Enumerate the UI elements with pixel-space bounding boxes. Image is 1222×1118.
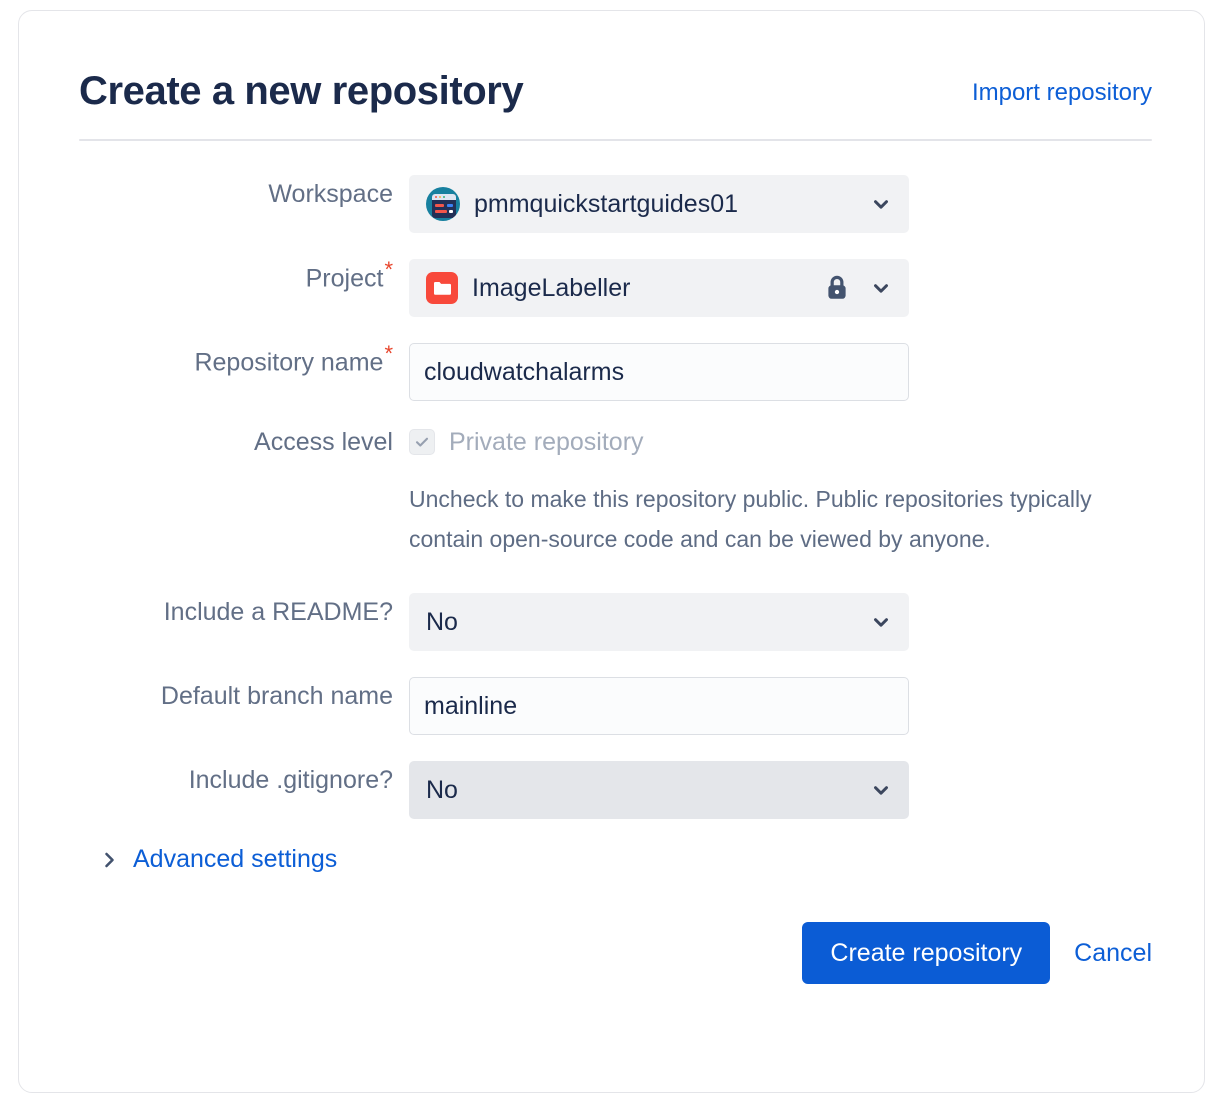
- private-repository-checkbox-wrap[interactable]: Private repository: [409, 423, 1172, 461]
- private-repository-label: Private repository: [449, 427, 644, 456]
- include-gitignore-label-text: Include .gitignore?: [188, 766, 393, 794]
- advanced-settings-label: Advanced settings: [133, 845, 338, 873]
- chevron-down-icon: [874, 618, 888, 627]
- project-select[interactable]: ImageLabeller: [409, 259, 909, 317]
- workspace-value: pmmquickstartguides01: [474, 189, 739, 218]
- default-branch-row: Default branch name: [79, 677, 1172, 735]
- chevron-right-icon: [105, 852, 114, 867]
- include-readme-select[interactable]: No: [409, 593, 909, 651]
- create-repository-button[interactable]: Create repository: [802, 922, 1051, 984]
- include-gitignore-label: Include .gitignore?: [79, 761, 409, 799]
- repository-name-row: Repository name*: [79, 343, 1172, 401]
- workspace-select[interactable]: pmmquickstartguides01: [409, 175, 909, 233]
- default-branch-label-text: Default branch name: [160, 682, 393, 710]
- access-level-label: Access level: [79, 423, 409, 461]
- chevron-down-icon: [874, 786, 888, 795]
- form-footer: Create repository Cancel: [79, 922, 1172, 984]
- repository-name-label-text: Repository name: [194, 348, 384, 377]
- access-level-help-text: Uncheck to make this repository public. …: [409, 486, 1092, 552]
- include-readme-row: Include a README? No: [79, 593, 1172, 651]
- create-repository-card: Create a new repository Import repositor…: [18, 10, 1205, 1093]
- include-gitignore-row: Include .gitignore? No: [79, 761, 1172, 819]
- include-gitignore-select[interactable]: No: [409, 761, 909, 819]
- header-divider: [79, 139, 1152, 141]
- project-value: ImageLabeller: [472, 273, 631, 302]
- workspace-avatar-icon: [426, 187, 460, 221]
- repository-form: Workspace p: [79, 175, 1172, 874]
- cancel-button[interactable]: Cancel: [1074, 938, 1152, 967]
- advanced-settings-toggle[interactable]: Advanced settings: [101, 845, 337, 874]
- card-header: Create a new repository Import repositor…: [79, 69, 1172, 113]
- workspace-row: Workspace p: [79, 175, 1172, 233]
- include-readme-value: No: [426, 607, 458, 636]
- check-icon: [415, 437, 429, 447]
- access-level-row: Access level Private repository Uncheck …: [79, 423, 1172, 559]
- access-level-label-text: Access level: [254, 428, 393, 456]
- workspace-label-text: Workspace: [268, 180, 393, 208]
- project-label: Project*: [79, 259, 409, 297]
- include-readme-label: Include a README?: [79, 593, 409, 631]
- repository-name-label: Repository name*: [79, 343, 409, 381]
- lock-icon: [828, 275, 846, 299]
- repository-name-required-mark: *: [384, 341, 393, 366]
- default-branch-input[interactable]: [409, 677, 909, 735]
- chevron-down-icon: [874, 284, 888, 293]
- include-gitignore-value: No: [426, 775, 458, 804]
- project-required-mark: *: [384, 257, 393, 282]
- folder-icon: [426, 272, 458, 304]
- project-row: Project* ImageLabeller: [79, 259, 1172, 317]
- repository-name-input[interactable]: [409, 343, 909, 401]
- chevron-down-icon: [874, 200, 888, 209]
- page-title: Create a new repository: [79, 69, 524, 113]
- include-readme-label-text: Include a README?: [163, 598, 393, 626]
- default-branch-label: Default branch name: [79, 677, 409, 715]
- workspace-label: Workspace: [79, 175, 409, 213]
- import-repository-link[interactable]: Import repository: [971, 79, 1152, 107]
- private-repository-checkbox[interactable]: [409, 429, 435, 455]
- project-label-text: Project: [305, 264, 384, 293]
